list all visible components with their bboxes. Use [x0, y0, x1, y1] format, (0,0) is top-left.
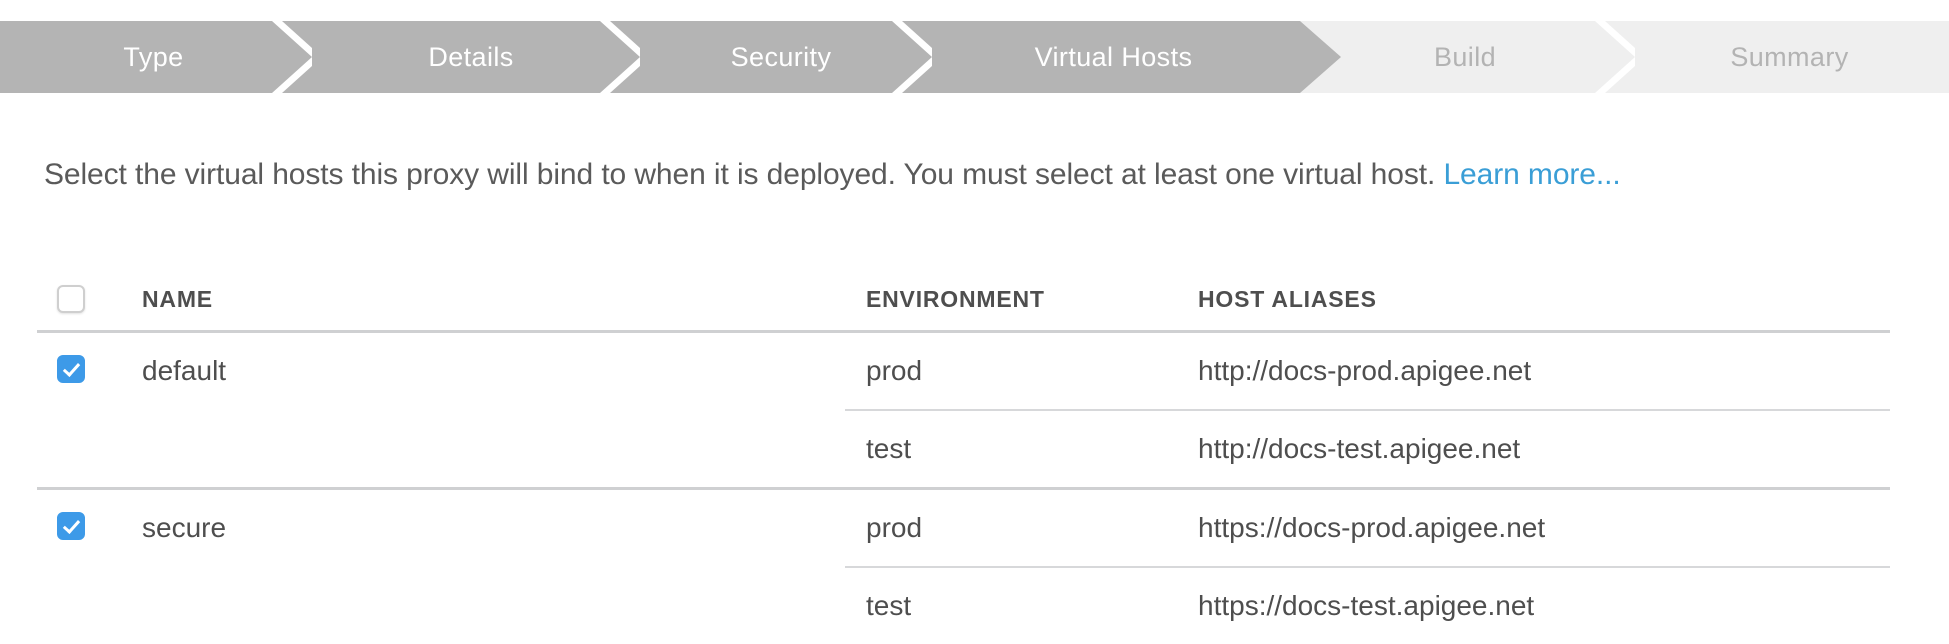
host-alias: https://docs-prod.apigee.net	[1198, 512, 1546, 543]
virtual-host-name: secure	[142, 512, 227, 543]
wizard-step-details[interactable]: Details	[307, 21, 640, 93]
host-alias: http://docs-test.apigee.net	[1198, 433, 1521, 464]
wizard-step-details-label: Details	[428, 41, 514, 72]
chevron-separator-icon	[892, 21, 932, 93]
environment-name: prod	[866, 355, 923, 386]
environment-row-divider	[845, 409, 1890, 411]
environment-name: test	[866, 433, 912, 464]
row-checkbox-cell	[57, 512, 85, 545]
host-alias: http://docs-prod.apigee.net	[1198, 355, 1532, 386]
wizard-step-virtual-hosts-label: Virtual Hosts	[1034, 41, 1193, 72]
wizard-step-build[interactable]: Build	[1300, 21, 1635, 93]
virtual-host-group-divider	[37, 487, 1890, 490]
wizard-step-type[interactable]: Type	[0, 21, 312, 93]
row-checkbox-cell	[57, 355, 85, 388]
table-header-divider	[37, 330, 1890, 333]
wizard-step-security-label: Security	[730, 41, 832, 72]
wizard-step-security[interactable]: Security	[635, 21, 932, 93]
table-row: test https://docs-test.apigee.net	[0, 568, 1949, 644]
wizard-step-build-label: Build	[1433, 41, 1497, 72]
table-header-row: NAME ENVIRONMENT HOST ALIASES	[0, 272, 1949, 330]
table-row: test http://docs-test.apigee.net	[0, 411, 1949, 487]
wizard-step-summary[interactable]: Summary	[1630, 21, 1949, 93]
page-description: Select the virtual hosts this proxy will…	[44, 158, 1621, 192]
learn-more-link[interactable]: Learn more...	[1443, 158, 1621, 191]
wizard-step-summary-label: Summary	[1730, 41, 1849, 72]
virtual-host-group: secure prod https://docs-prod.apigee.net…	[0, 490, 1949, 644]
column-header-host-aliases: HOST ALIASES	[1198, 286, 1377, 312]
environment-row-divider	[845, 566, 1890, 568]
column-header-environment: ENVIRONMENT	[866, 286, 1045, 312]
page-description-text: Select the virtual hosts this proxy will…	[44, 158, 1436, 191]
environment-name: prod	[866, 512, 923, 543]
wizard-step-virtual-hosts[interactable]: Virtual Hosts	[927, 21, 1341, 93]
column-header-name: NAME	[142, 286, 213, 312]
chevron-separator-icon	[272, 21, 312, 93]
select-all-checkbox-cell	[57, 285, 85, 318]
wizard-step-bar: Type Details Security Virtual Hosts Buil…	[0, 21, 1949, 93]
chevron-separator-icon	[1595, 21, 1635, 93]
virtual-host-checkbox-default[interactable]	[57, 355, 85, 383]
virtual-host-group: default prod http://docs-prod.apigee.net…	[0, 333, 1949, 487]
virtual-host-checkbox-secure[interactable]	[57, 512, 85, 540]
virtual-hosts-table: NAME ENVIRONMENT HOST ALIASES default pr…	[0, 272, 1949, 644]
virtual-host-name: default	[142, 355, 227, 386]
wizard-step-type-label: Type	[123, 41, 184, 72]
table-row: secure prod https://docs-prod.apigee.net	[0, 490, 1949, 566]
environment-name: test	[866, 590, 912, 621]
chevron-separator-icon	[600, 21, 640, 93]
table-row: default prod http://docs-prod.apigee.net	[0, 333, 1949, 409]
select-all-checkbox[interactable]	[57, 285, 85, 313]
host-alias: https://docs-test.apigee.net	[1198, 590, 1535, 621]
